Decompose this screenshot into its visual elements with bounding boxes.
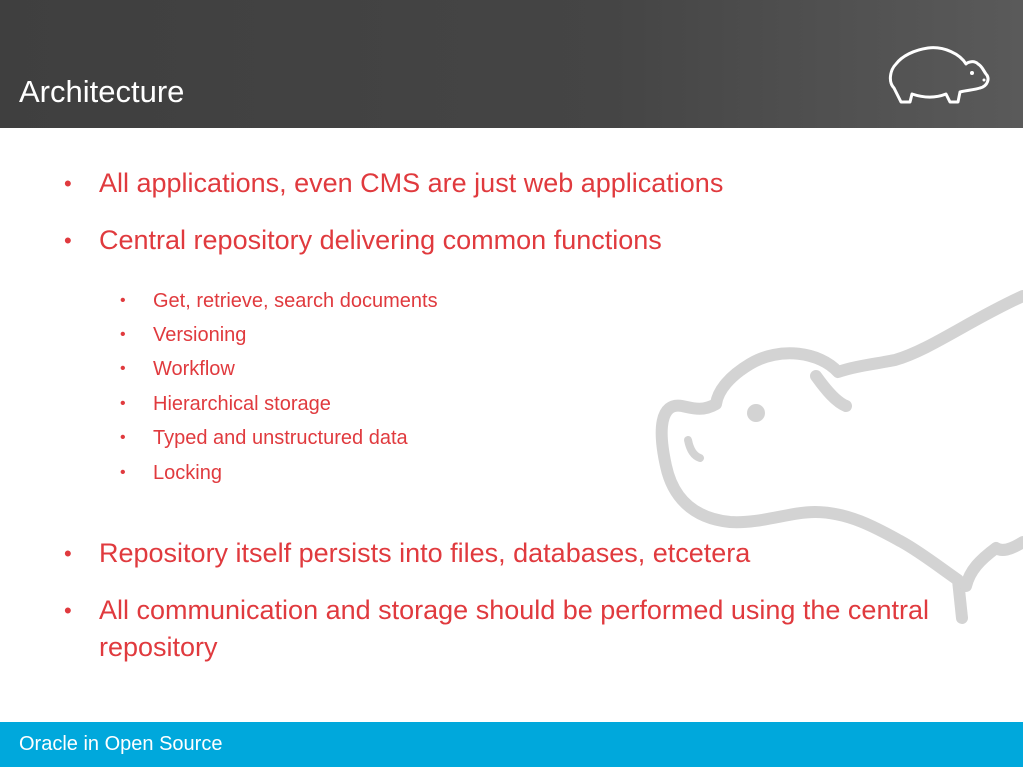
bullet-dot: • — [64, 171, 72, 196]
slide-header: Architecture — [0, 0, 1023, 128]
sub-bullet-text: Get, retrieve, search documents — [153, 290, 438, 312]
sub-bullet-text: Locking — [153, 462, 222, 484]
bullet-dot: • — [64, 228, 72, 253]
sub-bullet-text: Hierarchical storage — [153, 393, 331, 415]
slide-title: Architecture — [19, 74, 185, 109]
bullet-text: All communication and storage should be … — [99, 595, 929, 662]
bullet-dot: • — [120, 395, 126, 412]
bullet-dot: • — [120, 360, 126, 377]
bullet-text: Central repository delivering common fun… — [99, 225, 662, 255]
hippo-logo-icon — [888, 46, 990, 104]
bullet-dot: • — [120, 292, 126, 309]
sub-bullet-text: Workflow — [153, 358, 235, 380]
sub-bullet-text: Versioning — [153, 324, 247, 346]
bullet-dot: • — [64, 541, 72, 566]
bullet-dot: • — [64, 598, 72, 623]
bullet-dot: • — [120, 464, 126, 481]
footer-text: Oracle in Open Source — [19, 733, 223, 755]
bullet-dot: • — [120, 326, 126, 343]
sub-bullet-text: Typed and unstructured data — [153, 427, 408, 449]
slide-content: • All applications, even CMS are just we… — [64, 168, 929, 662]
hippo-background-illustration — [655, 290, 1023, 624]
bullet-dot: • — [120, 429, 126, 446]
bullet-text: Repository itself persists into files, d… — [99, 538, 751, 568]
bullet-text: All applications, even CMS are just web … — [99, 168, 724, 198]
slide-footer: Oracle in Open Source — [0, 722, 1023, 767]
